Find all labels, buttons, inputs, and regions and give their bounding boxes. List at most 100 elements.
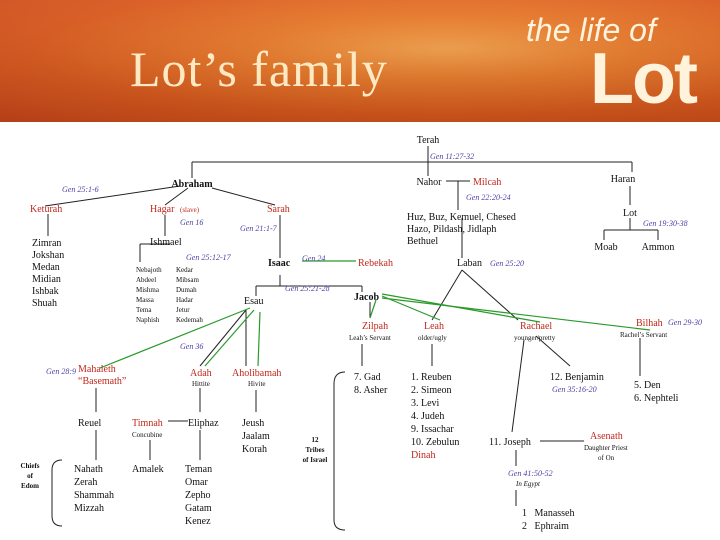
nahor-sons-line1: Huz, Buz, Kemuel, Chesed [407,212,516,223]
reference-rebekah: Gen 24 [302,254,325,263]
name-bilhah: Bilhah [636,318,663,329]
eliphaz-son: Gatam [185,503,212,514]
connector [211,187,276,206]
chiefs-bracket [51,459,63,527]
connector [44,185,181,207]
name-isaac: Isaac [268,258,291,269]
name-zilpah: Zilpah [362,321,388,332]
ishmael-son: Abdeel [136,276,156,284]
name-terah: Terah [417,135,440,146]
zilpah-sons-list: 7. Gad 8. Asher [354,372,388,396]
marriage-connectors [99,260,651,369]
logo-text-large: Lot [590,39,698,119]
name-amalek: Amalek [132,464,164,475]
leah-note: older/ugly [418,334,447,342]
name-lot: Lot [623,208,637,219]
ishmael-son: Massa [136,296,155,304]
reference-keturah: Gen 25:1-6 [62,185,99,194]
zilpah-son: 7. Gad [354,372,381,383]
chiefs-label-line: Chiefs [20,462,39,470]
name-jacob: Jacob [354,292,379,303]
marriage-line [381,297,651,331]
connector [164,187,189,206]
tribes-label: 12 Tribes of Israel [303,436,328,464]
name-sarah: Sarah [267,204,290,215]
ishmael-son: Tema [136,306,152,314]
ishmael-son: Mishma [136,286,160,294]
zilpah-son: 8. Asher [354,385,388,396]
name-haran: Haran [611,174,635,185]
name-asenath: Asenath [590,431,623,442]
keturah-son: Midian [32,274,61,285]
aholibamah-son: Jaalam [242,431,270,442]
leah-son: 2. Simeon [411,385,452,396]
name-benjamin: 12. Benjamin [550,372,604,383]
logo-text-small: the life of [526,12,656,48]
chiefs-label-line: Edom [21,482,39,490]
bilhah-son: 6. Nephteli [634,393,679,404]
keturah-sons-list: Zimran Jokshan Medan Midian Ishbak Shuah [32,238,64,309]
name-basemath: “Basemath” [78,376,126,387]
reference-bilhah: Gen 29-30 [668,318,702,327]
reuel-sons-list: Nahath Zerah Shammah Mizzah [74,464,114,514]
name-esau: Esau [244,296,263,307]
keturah-son: Zimran [32,238,61,249]
tree-connectors [44,146,659,531]
aholibamah-sons-list: Jeush Jaalam Korah [242,418,270,455]
tribes-label-line: Tribes [306,446,325,454]
reference-terah: Gen 11:27-32 [430,152,474,161]
title-banner: Lot’s family the life of Lot [0,0,720,122]
chiefs-label: Chiefs of Edom [20,462,39,490]
keturah-son: Jokshan [32,250,64,261]
ishmael-son: Nebajoth [136,266,162,274]
ishmael-son: Naphish [136,316,160,324]
name-rachael: Rachael [520,321,552,332]
tribes-bracket [333,371,346,531]
marriage-line [204,309,255,367]
name-joseph: 11. Joseph [489,437,531,448]
asenath-note-line2: of On [598,454,615,462]
reference-hagar: Gen 16 [180,218,203,227]
tribes-label-line: of Israel [303,456,328,464]
name-abraham: Abraham [171,179,213,190]
marriage-line [381,293,541,323]
reference-laban: Gen 25:20 [490,259,524,268]
nahor-sons-line2: Hazo, Pildash, Jidlaph [407,224,496,235]
nahor-sons-line3: Bethuel [407,236,438,247]
name-moab: Moab [594,242,617,253]
ishmael-son: Hadar [176,296,194,304]
bilhah-son: 5. Den [634,380,661,391]
slide-title: Lot’s family [130,41,388,97]
name-rebekah: Rebekah [358,258,393,269]
connector [535,335,571,367]
ishmael-son: Dumah [176,286,197,294]
aholibamah-son: Korah [242,444,267,455]
reference-esau-jacob: Gen 25:21-28 [285,284,330,293]
eliphaz-son: Zepho [185,490,211,501]
marriage-line [369,299,377,319]
name-dinah: Dinah [411,450,435,461]
name-nahor: Nahor [417,177,443,188]
banner-shading [0,0,720,122]
name-ammon: Ammon [642,242,675,253]
hagar-note: (slave) [180,206,200,214]
ishmael-son: Mibsam [176,276,200,284]
leah-son: 4. Judeh [411,411,444,422]
keturah-son: Shuah [32,298,57,309]
name-reuel: Reuel [78,418,102,429]
name-aholibamah: Aholibamah [232,368,281,379]
aholibamah-note: Hivite [248,380,266,388]
reference-mahaleth: Gen 28:9 [46,367,76,376]
aholibamah-son: Jeush [242,418,264,429]
name-timnah: Timnah [132,418,163,429]
reference-joseph-note: In Egypt [515,480,541,488]
zilpah-note: Leah’s Servant [349,334,391,342]
leah-son: 3. Levi [411,398,440,409]
joseph-son: 2 Ephraim [522,521,569,532]
reuel-son: Zerah [74,477,97,488]
connector [199,309,247,367]
name-keturah: Keturah [30,204,62,215]
name-mahaleth: Mahaleth [78,364,116,375]
eliphaz-sons-list: Teman Omar Zepho Gatam Kenez [185,464,212,527]
